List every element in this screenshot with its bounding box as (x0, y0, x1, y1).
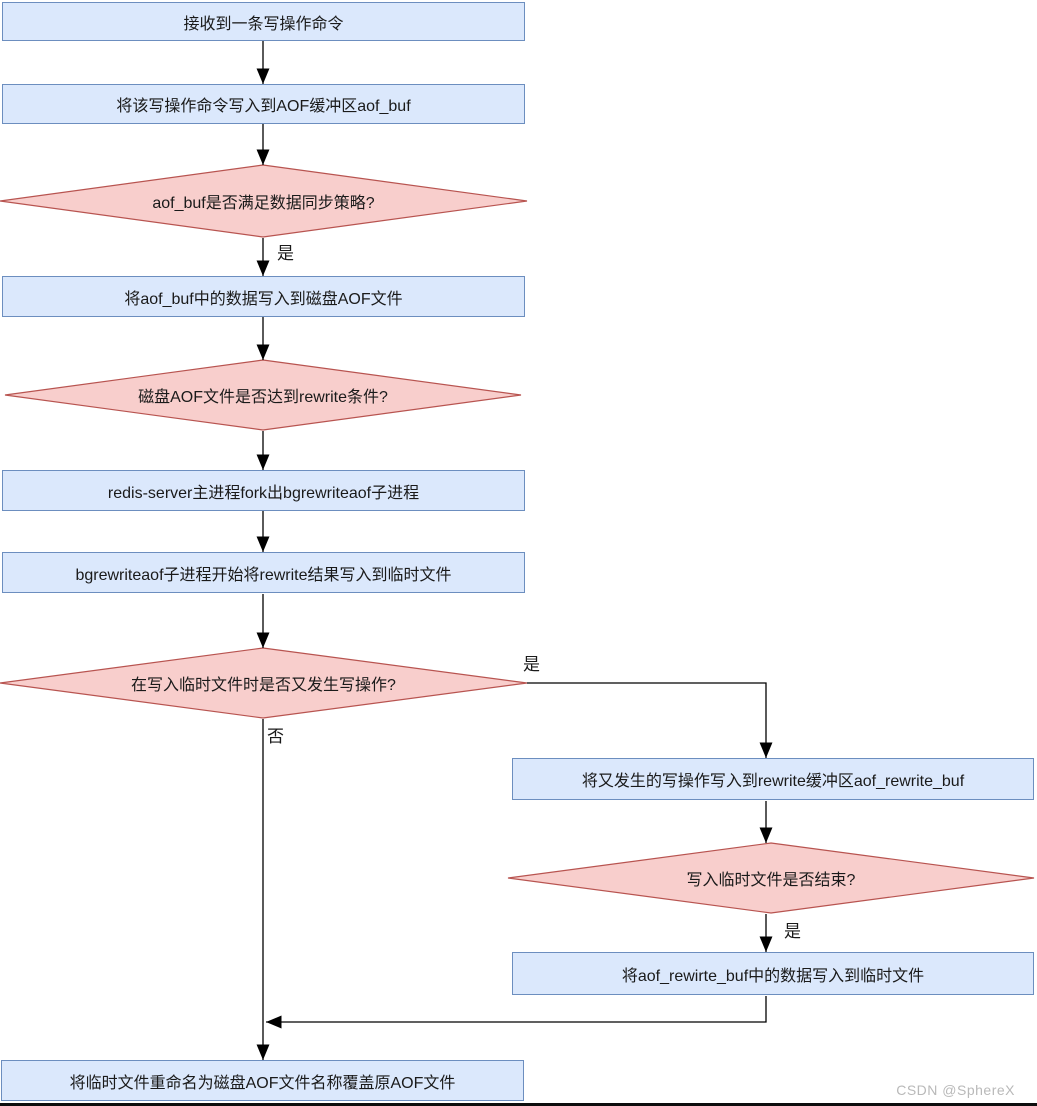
flow-arrow (266, 996, 767, 1029)
edge-label-yes: 是 (523, 655, 540, 674)
decision-diamond-sync-policy (0, 164, 528, 238)
flow-node-rename-tmpfile: 将临时文件重命名为磁盘AOF文件名称覆盖原AOF文件 (1, 1060, 524, 1101)
edge-label-yes: 是 (277, 244, 294, 263)
node-label: 接收到一条写操作命令 (183, 15, 344, 33)
flow-node-fork-child: redis-server主进程fork出bgrewriteaof子进程 (2, 470, 525, 511)
node-label: bgrewriteaof子进程开始将rewrite结果写入到临时文件 (75, 566, 452, 584)
flow-node-write-aof-buf: 将该写操作命令写入到AOF缓冲区aof_buf (2, 84, 525, 124)
decision-diamond-write-during (0, 647, 528, 719)
node-label: 将又发生的写操作写入到rewrite缓冲区aof_rewrite_buf (581, 773, 965, 790)
node-label: 将aof_buf中的数据写入到磁盘AOF文件 (124, 290, 403, 308)
node-label: 将aof_rewirte_buf中的数据写入到临时文件 (621, 967, 925, 985)
decision-diamond-rewrite-cond (4, 359, 522, 431)
flow-node-flush-to-disk: 将aof_buf中的数据写入到磁盘AOF文件 (2, 276, 525, 317)
decision-diamond-tmp-done (507, 842, 1035, 914)
node-label: 将临时文件重命名为磁盘AOF文件名称覆盖原AOF文件 (69, 1074, 456, 1092)
node-label: redis-server主进程fork出bgrewriteaof子进程 (107, 484, 420, 502)
flow-node-write-rewrite-buf: 将又发生的写操作写入到rewrite缓冲区aof_rewrite_buf (512, 758, 1034, 800)
flow-node-flush-rewrite-buf: 将aof_rewirte_buf中的数据写入到临时文件 (512, 952, 1034, 995)
flow-node-rewrite-to-tmpfile: bgrewriteaof子进程开始将rewrite结果写入到临时文件 (2, 552, 525, 593)
flow-node-receive-command: 接收到一条写操作命令 (2, 2, 525, 41)
watermark: CSDN @SphereX (896, 1082, 1015, 1098)
bottom-border-line (0, 1103, 1037, 1106)
node-label: 将该写操作命令写入到AOF缓冲区aof_buf (116, 98, 411, 115)
edge-label-no: 否 (267, 727, 284, 746)
edge-label-yes: 是 (784, 922, 801, 941)
flow-arrow (527, 682, 773, 758)
